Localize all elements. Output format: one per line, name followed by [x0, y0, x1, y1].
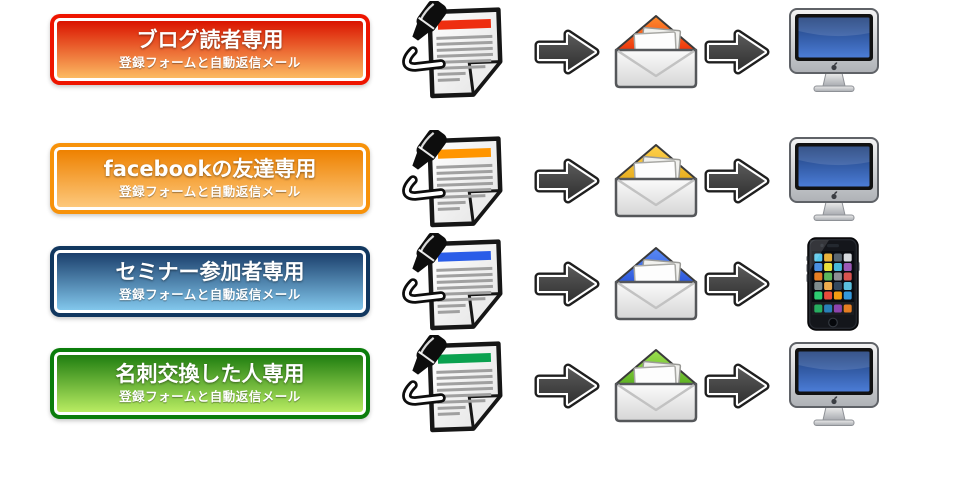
envelope-body	[614, 382, 698, 422]
right-arrow-icon	[704, 362, 770, 410]
segment-banner[interactable]: セミナー参加者専用 登録フォームと自動返信メール	[50, 246, 370, 317]
right-arrow-icon	[534, 157, 600, 205]
registration-form-document-icon	[401, 128, 513, 232]
autoreply-mail-envelope-icon	[612, 347, 700, 425]
segment-subtitle: 登録フォームと自動返信メール	[119, 286, 301, 302]
apple-logo	[831, 190, 838, 199]
funnel-row: facebookの友達専用 登録フォームと自動返信メール	[0, 128, 980, 232]
envelope-body	[614, 48, 698, 88]
segment-banner-inner: facebookの友達専用 登録フォームと自動返信メール	[54, 147, 366, 210]
imac-desktop-icon	[787, 341, 881, 431]
segment-title: 名刺交換した人専用	[115, 361, 305, 386]
apple-logo	[831, 395, 838, 404]
pen-icon	[402, 0, 447, 72]
form-header-bar	[437, 250, 492, 262]
segment-banner[interactable]: ブログ読者専用 登録フォームと自動返信メール	[50, 14, 370, 85]
segment-subtitle: 登録フォームと自動返信メール	[119, 183, 301, 199]
iphone-icon	[805, 236, 861, 332]
app-grid	[814, 253, 852, 312]
right-arrow-icon	[534, 260, 600, 308]
segment-banner[interactable]: 名刺交換した人専用 登録フォームと自動返信メール	[50, 348, 370, 419]
imac-desktop-icon	[787, 136, 881, 226]
apple-logo	[831, 61, 838, 70]
segment-title: ブログ読者専用	[136, 27, 284, 52]
right-arrow-icon	[704, 260, 770, 308]
envelope-body	[614, 177, 698, 217]
segment-title: facebookの友達専用	[103, 156, 317, 181]
segment-banner-inner: ブログ読者専用 登録フォームと自動返信メール	[54, 18, 366, 81]
envelope-body	[614, 280, 698, 320]
segment-banner[interactable]: facebookの友達専用 登録フォームと自動返信メール	[50, 143, 370, 214]
funnel-row: 名刺交換した人専用 登録フォームと自動返信メール	[0, 333, 980, 437]
segment-title: セミナー参加者専用	[115, 259, 305, 284]
funnel-row: セミナー参加者専用 登録フォームと自動返信メール	[0, 231, 980, 335]
home-button	[828, 317, 838, 327]
funnel-row: ブログ読者専用 登録フォームと自動返信メール	[0, 0, 980, 103]
pen-icon	[402, 333, 447, 406]
form-header-bar	[437, 352, 492, 364]
registration-form-document-icon	[401, 231, 513, 335]
right-arrow-icon	[534, 28, 600, 76]
segment-subtitle: 登録フォームと自動返信メール	[119, 388, 301, 404]
right-arrow-icon	[704, 28, 770, 76]
autoreply-mail-envelope-icon	[612, 13, 700, 91]
form-header-bar	[437, 18, 492, 30]
autoreply-mail-envelope-icon	[612, 245, 700, 323]
pen-icon	[402, 231, 447, 304]
form-header-bar	[437, 147, 492, 159]
segment-subtitle: 登録フォームと自動返信メール	[119, 54, 301, 70]
segment-banner-inner: セミナー参加者専用 登録フォームと自動返信メール	[54, 250, 366, 313]
registration-form-document-icon	[401, 333, 513, 437]
segment-banner-inner: 名刺交換した人専用 登録フォームと自動返信メール	[54, 352, 366, 415]
pen-icon	[402, 128, 447, 201]
autoreply-mail-envelope-icon	[612, 142, 700, 220]
registration-form-document-icon	[401, 0, 513, 103]
right-arrow-icon	[704, 157, 770, 205]
right-arrow-icon	[534, 362, 600, 410]
imac-desktop-icon	[787, 7, 881, 97]
